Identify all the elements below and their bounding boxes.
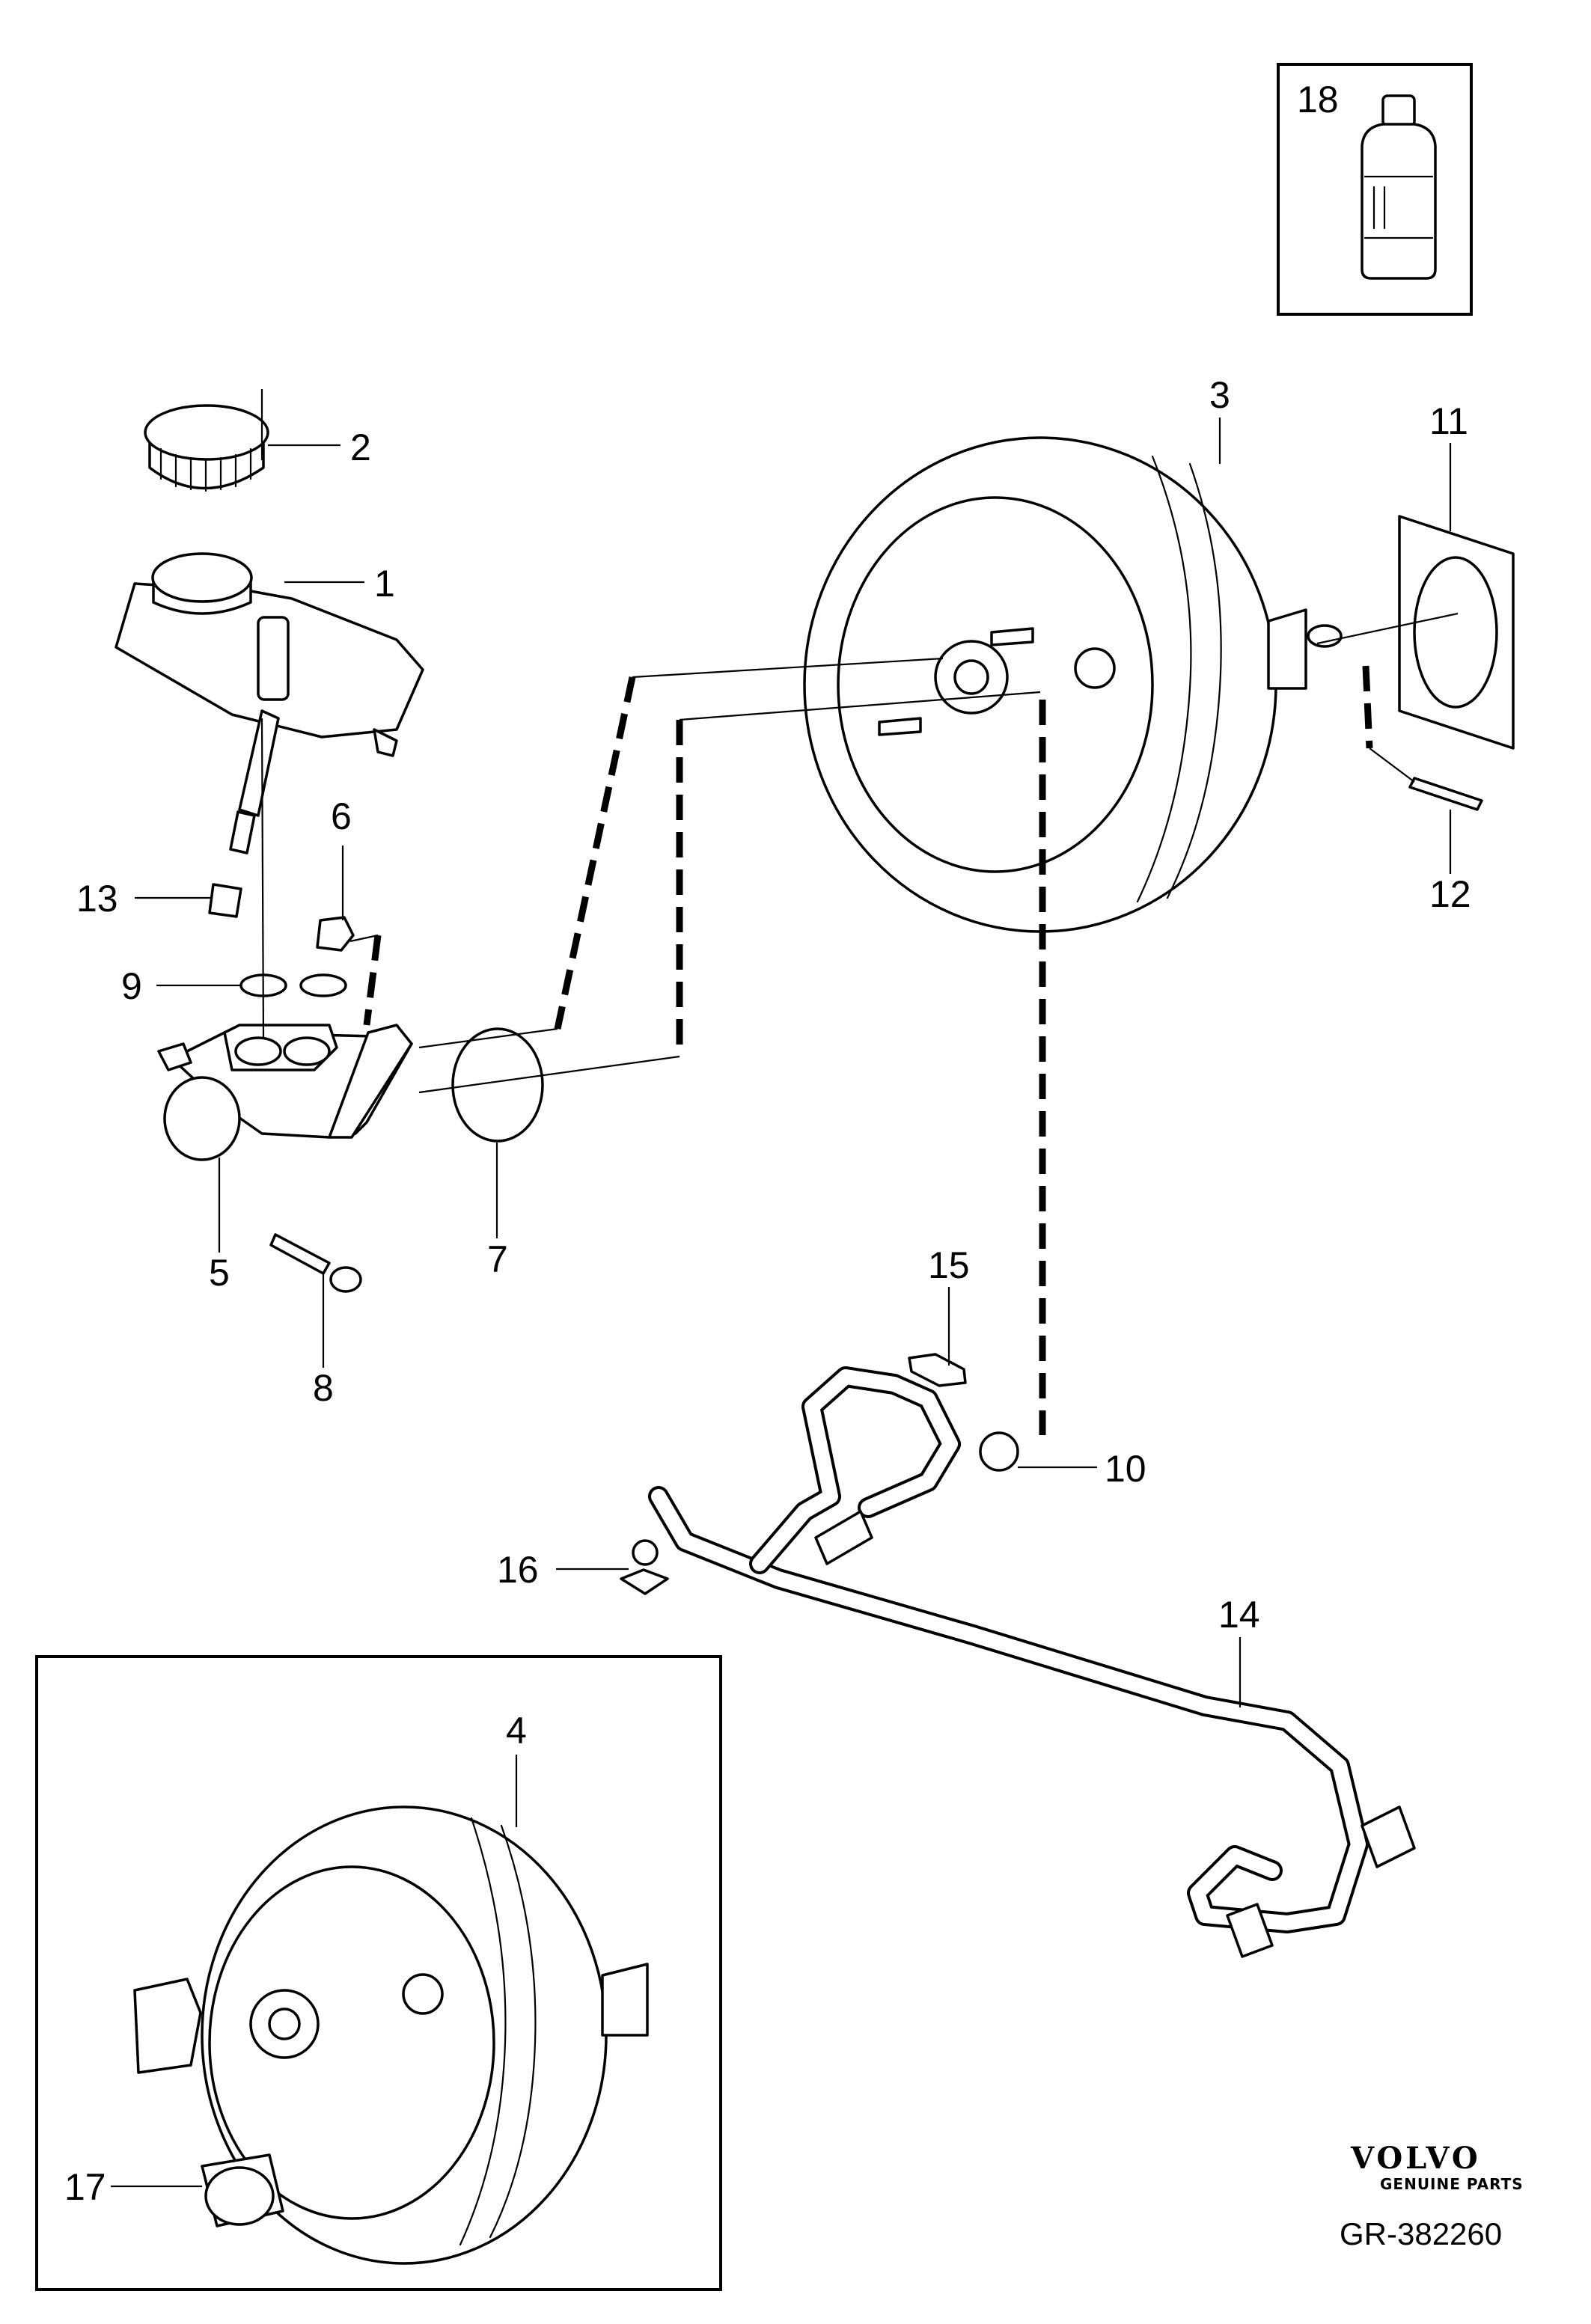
- pin-illustration: [1408, 777, 1483, 811]
- part-label-4: 4: [506, 1710, 527, 1752]
- brand-logo-text: VOLVO: [1350, 2141, 1481, 2176]
- fluid-reservoir-illustration: [114, 552, 424, 854]
- part-label-12: 12: [1429, 873, 1471, 915]
- part-label-15: 15: [928, 1244, 970, 1286]
- part-label-16: 16: [497, 1549, 539, 1591]
- assembly-connection-lines: [260, 389, 1459, 1435]
- part-label-18: 18: [1297, 79, 1339, 120]
- bolt-illustration: [269, 1233, 362, 1293]
- part-label-5: 5: [209, 1252, 230, 1294]
- master-cylinder-illustration: [157, 1024, 413, 1161]
- brand-block: VOLVO GENUINE PARTS GR-382260: [1340, 2141, 1524, 2251]
- part-label-2: 2: [350, 426, 371, 468]
- inset-box-brake-fluid: [1277, 63, 1473, 316]
- part-label-9: 9: [121, 965, 142, 1007]
- gasket-illustration: [1398, 515, 1515, 750]
- vacuum-hose-illustration: [648, 1366, 1416, 1958]
- part-label-8: 8: [313, 1367, 334, 1409]
- part-label-7: 7: [487, 1238, 508, 1280]
- part-label-3: 3: [1209, 374, 1230, 416]
- part-number-labels: 1 2 3 4 5 6 7 8 9 10 11 12 13 14 15 16 1…: [64, 79, 1471, 2208]
- part-label-13: 13: [76, 878, 118, 920]
- vacuum-o-ring-illustration: [979, 1431, 1019, 1472]
- inset-box-alternative-booster: [35, 1655, 722, 2291]
- part-label-10: 10: [1105, 1448, 1146, 1490]
- part-label-1: 1: [374, 563, 395, 605]
- part-label-17: 17: [64, 2166, 106, 2208]
- hose-clip-illustration: [908, 1353, 967, 1387]
- o-ring-illustration: [451, 1027, 544, 1143]
- part-label-11: 11: [1429, 400, 1468, 442]
- part-label-6: 6: [331, 795, 352, 837]
- brake-fluid-bottle-illustration: [1361, 94, 1437, 280]
- alternative-booster-illustration: [133, 1805, 649, 2265]
- nut-illustration: [316, 916, 355, 952]
- seal-rings-illustration: [239, 973, 347, 997]
- brake-booster-illustration: [803, 436, 1343, 933]
- diagram-reference-code: GR-382260: [1340, 2216, 1502, 2251]
- brand-tagline: GENUINE PARTS: [1380, 2175, 1524, 2193]
- part-label-14: 14: [1218, 1594, 1260, 1636]
- reservoir-cap-illustration: [144, 404, 269, 492]
- grommet-illustration: [208, 883, 242, 918]
- label-leader-lines: [111, 418, 1452, 2188]
- clip-illustration: [620, 1539, 669, 1595]
